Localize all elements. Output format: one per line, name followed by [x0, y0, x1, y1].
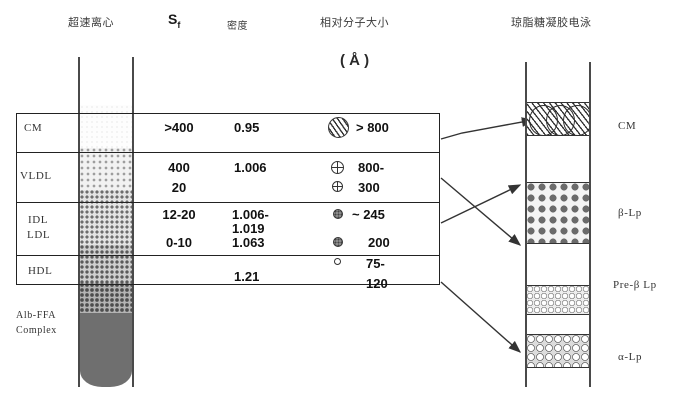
cell-density-cm: 0.95 [234, 120, 260, 135]
cell-sf-cm: >400 [164, 120, 194, 135]
cell-size-hdl-lower: 120 [366, 276, 388, 291]
row-label-ldl: LDL [27, 229, 51, 241]
cell-sf-vldl-lower: 20 [171, 180, 187, 195]
arrow-vldl-to-pre-beta-band [440, 177, 522, 246]
header-sf-subscript: f [177, 19, 181, 30]
tube-band-alb-ffa [80, 313, 132, 387]
gel-label-pre-beta-lp: Pre-β Lp [613, 279, 657, 291]
header-electrophoresis: 琼脂糖凝胶电泳 [511, 16, 592, 29]
label-alb-ffa-line2: Complex [16, 325, 57, 336]
hatched-large-circle-icon [328, 117, 349, 138]
cell-size-vldl-upper: 800- [358, 160, 385, 175]
crossed-circle-small-icon [332, 181, 343, 192]
gel-label-cm: CM [618, 120, 637, 132]
gel-label-beta-lp: β-Lp [618, 207, 642, 219]
tube-band-ldl [80, 245, 132, 283]
gel-band-pre-beta-lp [527, 285, 589, 315]
cell-size-hdl-upper: 75- [366, 256, 385, 271]
cell-density-vldl: 1.006 [234, 160, 267, 175]
gel-band-cm [527, 102, 589, 136]
cell-size-cm: > 800 [356, 120, 389, 135]
header-ultracentrifugation: 超速离心 [68, 16, 114, 29]
gel-wall-right [589, 62, 591, 387]
table-row-divider [17, 152, 439, 154]
cell-size-ldl: 200 [368, 235, 390, 250]
gel-wall-left [525, 62, 527, 387]
cell-size-idl: ~ 245 [352, 207, 385, 222]
row-label-cm: CM [24, 122, 43, 134]
cell-sf-ldl: 0-10 [165, 235, 193, 250]
arrow-hdl-to-alpha-band [440, 281, 522, 353]
gel-band-alpha-lp [527, 334, 589, 368]
gel-band-beta-lp [527, 182, 589, 244]
arrow-ldl-to-beta-band [440, 184, 522, 224]
cell-size-vldl-lower: 300 [358, 180, 380, 195]
tube-wall-left [78, 57, 80, 387]
cell-density-idl-upper: 1.006- [232, 207, 269, 222]
label-alb-ffa-line1: Alb-FFA [16, 310, 57, 321]
cell-density-hdl: 1.21 [234, 269, 260, 284]
agarose-gel-strip [525, 62, 591, 387]
ultracentrifuge-tube [78, 57, 134, 387]
cell-sf-vldl-upper: 400 [168, 160, 190, 175]
cell-sf-idl: 12-20 [162, 207, 196, 222]
table-row-divider [17, 255, 439, 257]
gel-label-alpha-lp: α-Lp [618, 351, 643, 363]
tube-band-hdl [80, 283, 132, 313]
dotted-circle-icon [333, 209, 343, 219]
open-small-circle-icon [334, 258, 341, 265]
tube-band-cm [80, 105, 132, 148]
tube-wall-right [132, 57, 134, 387]
tube-gradient-contents [80, 105, 132, 387]
lipoprotein-data-table [16, 113, 440, 285]
header-sf: Sf [168, 11, 180, 30]
row-label-vldl: VLDL [20, 170, 52, 182]
row-label-idl: IDL [28, 214, 49, 226]
cell-density-idl-mid: 1.019 [232, 221, 265, 236]
header-sf-text: S [168, 11, 178, 27]
dotted-circle-icon [333, 237, 343, 247]
arrow-cm-to-cm-band [440, 117, 535, 140]
table-row-divider [17, 202, 439, 204]
row-label-hdl: HDL [28, 265, 53, 277]
crossed-circle-icon [331, 161, 344, 174]
chylomicron-ring-icon [563, 105, 589, 135]
cell-density-ldl: 1.063 [232, 235, 265, 250]
header-density: 密度 [227, 21, 248, 32]
header-molecular-size: 相对分子大小 [320, 16, 389, 29]
tube-band-vldl [80, 148, 132, 190]
header-angstrom-unit: ( Å ) [340, 52, 370, 69]
tube-band-idl [80, 190, 132, 245]
